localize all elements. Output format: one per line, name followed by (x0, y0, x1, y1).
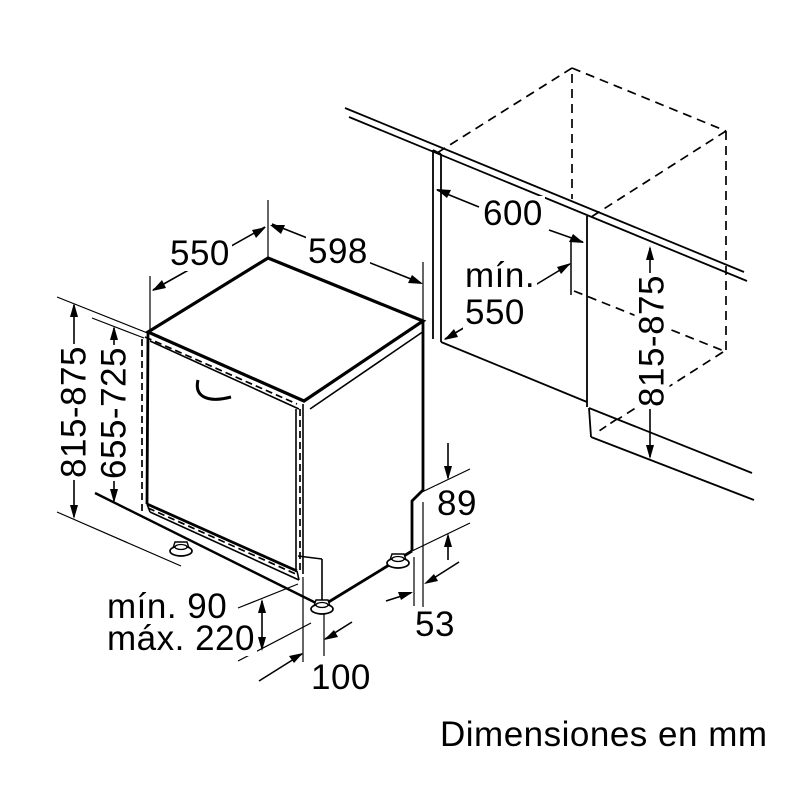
niche-dashed-outline (436, 67, 727, 433)
dishwasher-outline (94, 256, 427, 608)
right-cabinet-plinth (588, 407, 755, 501)
worktop-lines (344, 107, 748, 282)
dim-niche-depth-line1: mín. (465, 256, 536, 295)
furniture-door-dashed (141, 336, 301, 576)
dimension-ticks (56, 200, 471, 662)
dim-height-right-label: 815-875 (632, 273, 672, 409)
dim-foot-setback-label: 100 (309, 658, 373, 697)
dim-plinth-max-label: máx. 220 (105, 619, 257, 658)
door-handle (195, 379, 232, 401)
dim-rear-step-height-label: 89 (435, 484, 479, 523)
adjustable-foot (386, 553, 410, 569)
dim-height-left-label: 815-875 (54, 344, 94, 480)
adjustable-feet (169, 541, 410, 615)
adjustable-foot (169, 541, 193, 557)
dim-width-top-label: 598 (306, 232, 370, 271)
dim-door-panel-height-label: 655-725 (94, 345, 134, 481)
adjustable-foot (310, 599, 334, 615)
dim-plinth-min-label: mín. 90 (105, 587, 230, 626)
dim-niche-depth-line2: 550 (465, 294, 536, 332)
dim-niche-width-label: 600 (481, 194, 545, 233)
units-caption: Dimensiones en mm (440, 715, 768, 754)
niche-side-wall (432, 149, 588, 407)
dimension-arrowheads (70, 189, 654, 663)
dim-niche-depth-label: mín. 550 (463, 256, 538, 332)
dim-rear-step-depth-label: 53 (413, 605, 457, 644)
dim-depth-top-label: 550 (168, 234, 232, 273)
